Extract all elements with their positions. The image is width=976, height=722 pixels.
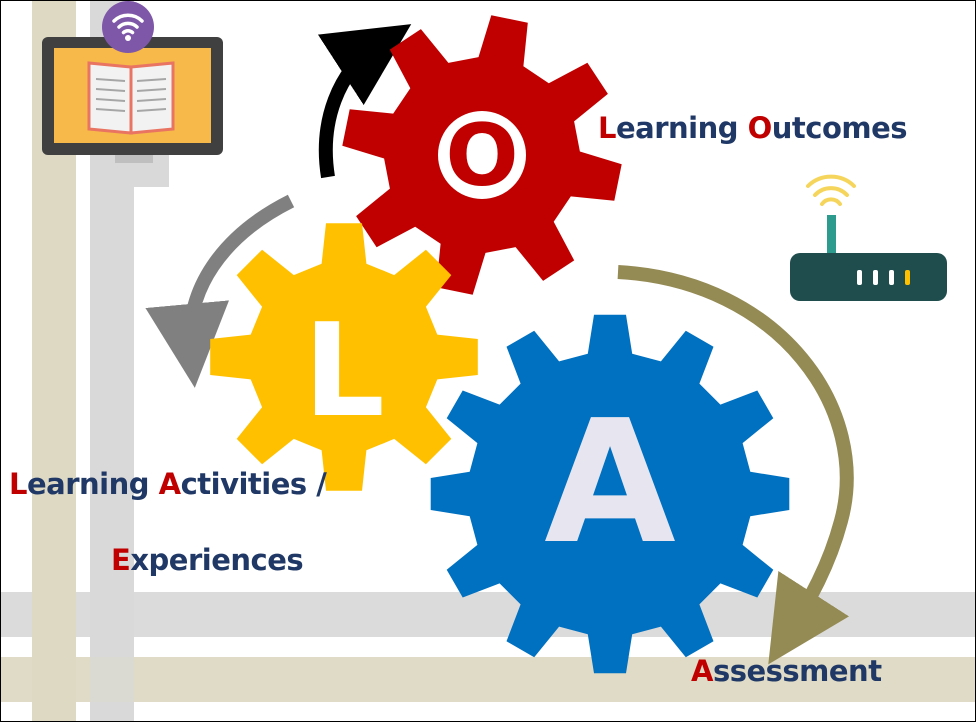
gear-activities: L: [210, 223, 478, 491]
label-learning-activities-a-rest: ctivities /: [180, 467, 327, 501]
background-band-horizontal-gray: [1, 592, 975, 637]
arrow-outcomes-to-assessment: [617, 265, 854, 665]
gear-activities-letter: L: [303, 297, 385, 446]
label-learning-outcomes-l-rest: earning: [615, 111, 748, 145]
label-experiences-e-rest: xperiences: [130, 543, 304, 577]
wifi-router-icon: [790, 174, 947, 301]
background-band-vertical-gray-over: [90, 592, 134, 721]
computer-ebook-wifi-icon: [42, 1, 223, 187]
arrow-outcomes-to-activities: [145, 194, 295, 388]
gear-outcomes-letter: O: [445, 106, 518, 206]
arrow-activities-to-outcomes: [317, 24, 412, 179]
gear-assessment: A: [430, 314, 790, 674]
label-learning-outcomes-o: O: [747, 111, 773, 145]
label-learning-outcomes-o-rest: utcomes: [771, 111, 908, 145]
label-learning-activities-l-rest: earning: [26, 467, 159, 501]
background-band-horizontal-beige: [1, 657, 975, 702]
label-assessment-a: A: [691, 654, 713, 688]
gear-outcomes: O: [342, 15, 622, 295]
label-learning-activities-a: A: [158, 467, 181, 501]
label-experiences-e: E: [111, 543, 131, 577]
label-learning-activities-l: L: [9, 467, 27, 501]
label-assessment: Assessment: [691, 654, 882, 688]
label-assessment-a-rest: ssessment: [712, 654, 882, 688]
label-learning-outcomes: Learning Outcomes: [598, 111, 908, 145]
gear-assessment-letter: A: [544, 384, 676, 582]
background-band-vertical-beige-over: [32, 592, 76, 721]
label-learning-activities: Learning Activities /: [9, 467, 327, 501]
label-experiences: Experiences: [111, 543, 304, 577]
label-learning-outcomes-l: L: [598, 111, 616, 145]
